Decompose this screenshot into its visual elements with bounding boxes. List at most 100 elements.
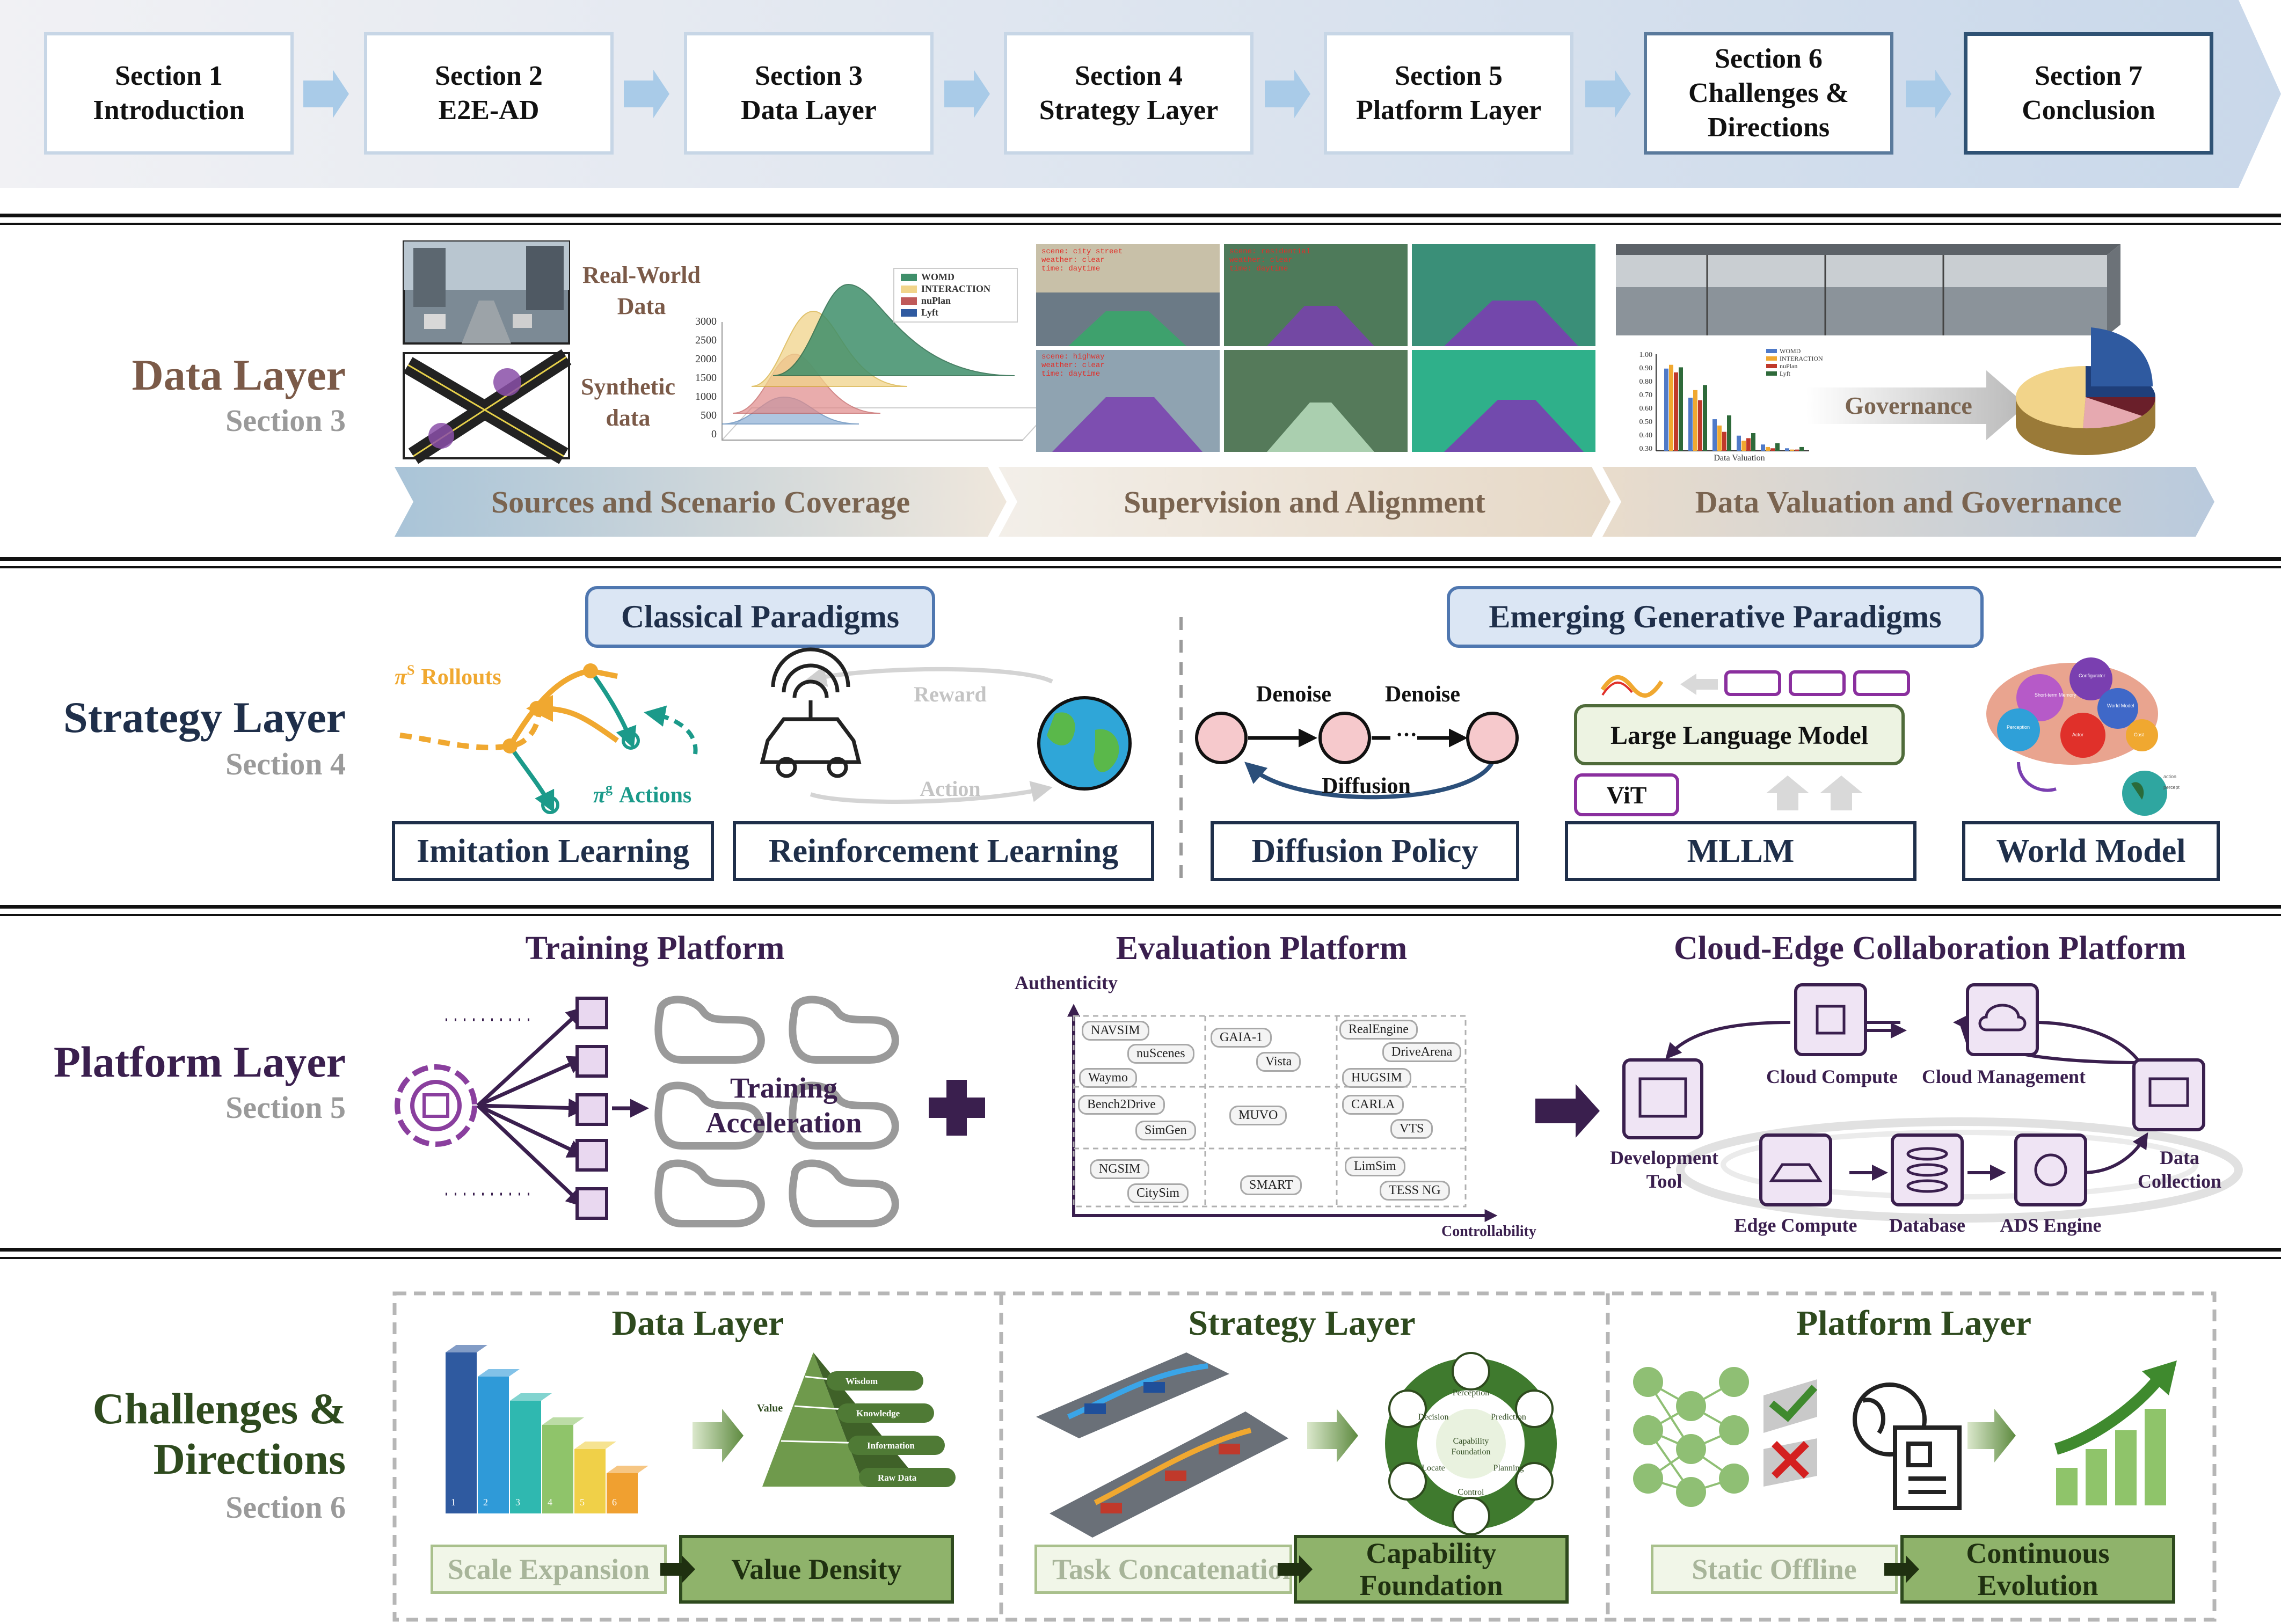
race-track: [789, 996, 899, 1064]
scale-expansion-box: Scale Expansion: [431, 1545, 667, 1594]
wheel-label: Control: [1458, 1488, 1484, 1497]
valuation-bar: [1737, 435, 1741, 451]
capability-foundation-line: Capability: [1366, 1537, 1497, 1569]
capability-foundation-line: Foundation: [1359, 1569, 1503, 1601]
real-world-photo: [403, 240, 570, 345]
section-number: Section 4: [1075, 61, 1183, 91]
eval-tag: RealEngine: [1339, 1020, 1418, 1040]
density-tick: 2000: [695, 353, 717, 365]
governance-arrow: [1806, 370, 2027, 440]
llm-label: Large Language Model: [1610, 721, 1868, 750]
controllability-label: Controllability: [1441, 1223, 1536, 1240]
valuation-bar: [1703, 385, 1707, 451]
brain-label: percept: [2163, 785, 2180, 790]
green-arrow: [693, 1409, 744, 1462]
valuation-bar: [1693, 390, 1697, 451]
race-track: [654, 1159, 765, 1227]
divider: [0, 1257, 2281, 1259]
valuation-bar: [1717, 425, 1722, 451]
density-tick: 1500: [695, 372, 717, 384]
wheel-center-line: Foundation: [1452, 1447, 1491, 1457]
valuation-legend-entry: INTERACTION: [1780, 355, 1823, 362]
ch-platform-layer-title: Platform Layer: [1796, 1304, 2031, 1343]
stage-3-label: Data Valuation and Governance: [1695, 485, 2122, 520]
platform-arrow: [1535, 1084, 1600, 1138]
ads-engine-label: ADS Engine: [2000, 1215, 2102, 1236]
vit-label: ViT: [1607, 781, 1647, 809]
valuation-xlabel: Data Valuation: [1714, 453, 1765, 463]
database-label: Database: [1889, 1215, 1965, 1236]
stair-step: [607, 1473, 638, 1513]
green-arrow: [1307, 1409, 1358, 1462]
valuation-chart: 1.000.900.800.700.600.500.400.30 Data Va…: [1639, 347, 1823, 463]
stair-step: [510, 1401, 541, 1513]
stair-number: 4: [548, 1497, 552, 1508]
section-name: Challenges &: [1688, 78, 1849, 108]
synthetic-line: data: [606, 405, 650, 431]
growth-chart-icon: [2054, 1360, 2177, 1505]
wheel-icon: [1388, 1389, 1427, 1428]
eval-tag: GAIA-1: [1211, 1028, 1272, 1048]
training-graphic: [395, 996, 899, 1227]
pyramid-level-label: Knowledge: [856, 1408, 900, 1418]
valuation-bar: [1669, 364, 1673, 451]
imitation-learning-label: Imitation Learning: [392, 821, 714, 881]
rollouts-superscript: S: [407, 662, 414, 678]
mllm-graphic: [1574, 670, 1910, 816]
panorama-strip: [1616, 244, 2120, 335]
action-label: Action: [920, 777, 980, 801]
stair-step: [574, 1449, 606, 1513]
race-track: [789, 1081, 899, 1150]
rl-graphic: [760, 647, 1132, 804]
evaluation-axes: [1067, 1004, 1498, 1222]
edge-compute-label: Edge Compute: [1734, 1215, 1857, 1236]
pyramid-level-label: Wisdom: [846, 1376, 878, 1386]
continuous-evolution-line: Continuous: [1966, 1537, 2110, 1569]
valuation-bar: [1766, 447, 1770, 451]
scene-caption: weather: clear: [1229, 256, 1293, 265]
green-arrow: [1967, 1409, 2016, 1462]
actions-symbol: π: [593, 783, 606, 808]
divider: [0, 905, 2281, 909]
ch-strategy-layer-title: Strategy Layer: [1188, 1304, 1416, 1343]
valuation-bar: [1722, 431, 1726, 451]
divider: [0, 223, 2281, 225]
static-offline-box: Static Offline: [1651, 1545, 1898, 1594]
divider: [0, 214, 2281, 217]
stair-top: [478, 1369, 520, 1377]
valuation-bar: [1741, 441, 1746, 451]
section-number: Section 5: [1395, 61, 1503, 91]
density-legend-entry: WOMD: [921, 272, 954, 282]
pyramid-level-tag: [837, 1403, 934, 1423]
training-platform-title: Training Platform: [525, 930, 785, 967]
eval-tag: DriveArena: [1382, 1042, 1462, 1062]
section-number: Section 1: [115, 61, 223, 91]
stage-1-label: Sources and Scenario Coverage: [491, 485, 910, 520]
valuation-bar: [1785, 448, 1789, 451]
strategy-layer-title: Strategy Layer: [63, 693, 346, 742]
stage-3-chevron: [1602, 467, 2214, 537]
valuation-legend-entry: WOMD: [1780, 347, 1801, 355]
scene-caption: time: daytime: [1041, 370, 1100, 378]
valuation-bar: [1698, 400, 1702, 451]
valuation-bar: [1799, 447, 1804, 451]
valuation-tick: 0.90: [1639, 364, 1653, 372]
reward-label: Reward: [914, 682, 987, 706]
wheel-label: Locate: [1422, 1464, 1445, 1473]
valuation-bar: [1727, 415, 1731, 451]
roads-graphic: [1036, 1352, 1288, 1538]
wheel-icon: [1452, 1352, 1490, 1391]
valuation-bar: [1746, 438, 1751, 451]
stair-top: [607, 1466, 648, 1473]
